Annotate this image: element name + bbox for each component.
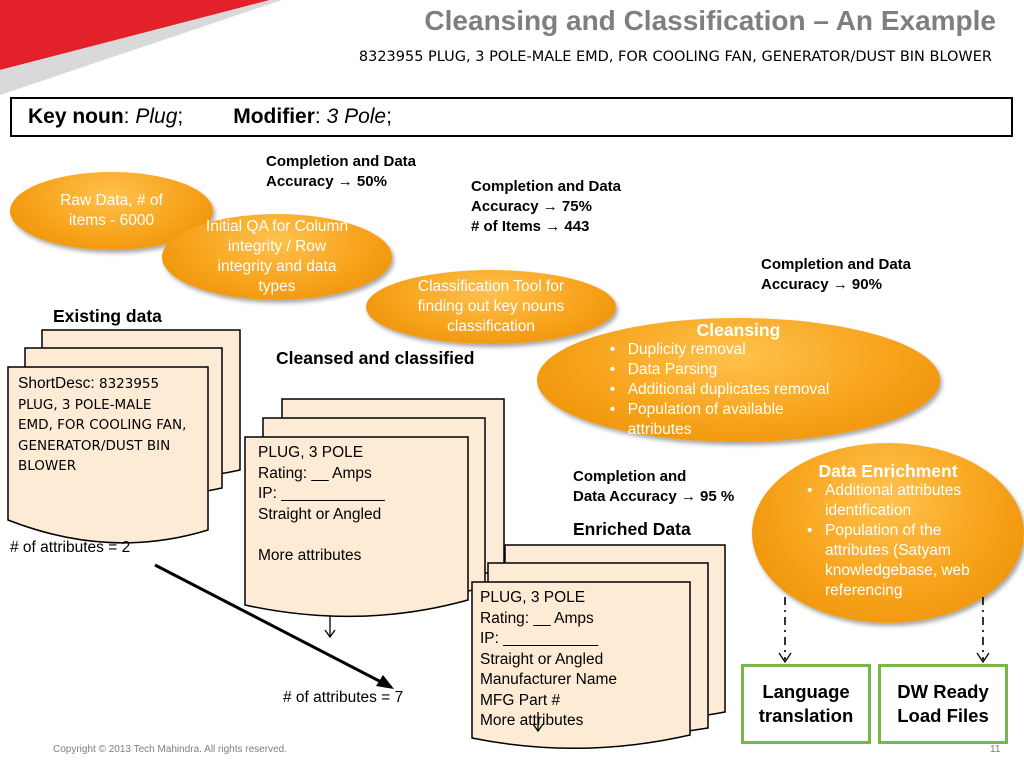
page-subtitle: 8323955 PLUG, 3 POLE-MALE EMD, FOR COOLI… bbox=[358, 49, 992, 65]
accuracy-75-label: Completion and Data Accuracy → 75% # of … bbox=[471, 178, 622, 235]
raw-data-oval: Raw Data, # of items - 6000 bbox=[10, 172, 213, 250]
cleansed-heading: Cleansed and classified bbox=[276, 348, 475, 368]
enrichment-item: Additional attributes identification bbox=[803, 481, 983, 521]
attributes-before: # of attributes = 2 bbox=[10, 539, 131, 556]
key-noun-bar: Key noun: Plug;Modifier: 3 Pole; bbox=[10, 97, 1013, 137]
accuracy-95-label: Completion and Data Accuracy → 95 % bbox=[573, 468, 735, 505]
accuracy-90-label: Completion and Data Accuracy → 90% bbox=[761, 256, 912, 293]
language-translation-box: Language translation bbox=[741, 664, 871, 744]
accuracy-50-label: Completion and Data Accuracy → 50% bbox=[266, 153, 417, 190]
classification-text: Classification Tool for finding out key … bbox=[417, 278, 565, 335]
cleansed-doc-text: PLUG, 3 POLE Rating: __ Amps IP: _______… bbox=[258, 444, 385, 564]
data-enrichment-oval: Data Enrichment Additional attributes id… bbox=[752, 443, 1024, 623]
initial-qa-text: Initial QA for Column integrity / Row in… bbox=[205, 218, 349, 295]
page-number: 11 bbox=[990, 744, 1001, 755]
cleansing-heading: Cleansing bbox=[696, 320, 781, 340]
raw-data-text: Raw Data, # of items - 6000 bbox=[60, 192, 163, 229]
enrichment-heading: Data Enrichment bbox=[818, 461, 958, 481]
attributes-after: # of attributes = 7 bbox=[283, 689, 404, 706]
enriched-doc-text: PLUG, 3 POLE Rating: __ Amps IP: _______… bbox=[480, 589, 617, 729]
modifier-label: Modifier bbox=[233, 105, 315, 128]
existing-data-heading: Existing data bbox=[53, 306, 162, 326]
copyright-text: Copyright © 2013 Tech Mahindra. All righ… bbox=[53, 744, 287, 755]
corner-banner bbox=[0, 0, 282, 95]
classification-oval: Classification Tool for finding out key … bbox=[366, 270, 616, 344]
cleansing-item: Duplicity removal bbox=[606, 340, 830, 360]
key-noun-value: Plug bbox=[135, 105, 178, 128]
cleansing-oval: Cleansing Duplicity removal Data Parsing… bbox=[537, 318, 940, 442]
initial-qa-oval: Initial QA for Column integrity / Row in… bbox=[162, 214, 392, 300]
dw-ready-load-files-box: DW Ready Load Files bbox=[878, 664, 1008, 744]
cleansing-list: Duplicity removal Data Parsing Additiona… bbox=[606, 340, 830, 440]
modifier-value: 3 Pole bbox=[326, 105, 387, 128]
cleansing-item: Additional duplicates removal bbox=[606, 380, 830, 400]
page-title: Cleansing and Classification – An Exampl… bbox=[424, 5, 996, 36]
enrichment-list: Additional attributes identification Pop… bbox=[803, 481, 983, 601]
enrichment-item: Population of the attributes (Satyam kno… bbox=[803, 521, 983, 601]
cleansing-item: Population of available attributes bbox=[606, 400, 818, 440]
enriched-heading: Enriched Data bbox=[573, 519, 691, 539]
cleansing-item: Data Parsing bbox=[606, 360, 830, 380]
key-noun-label: Key noun bbox=[28, 105, 124, 128]
existing-doc-text: ShortDesc: 8323955 PLUG, 3 POLE-MALE EMD… bbox=[18, 375, 187, 474]
